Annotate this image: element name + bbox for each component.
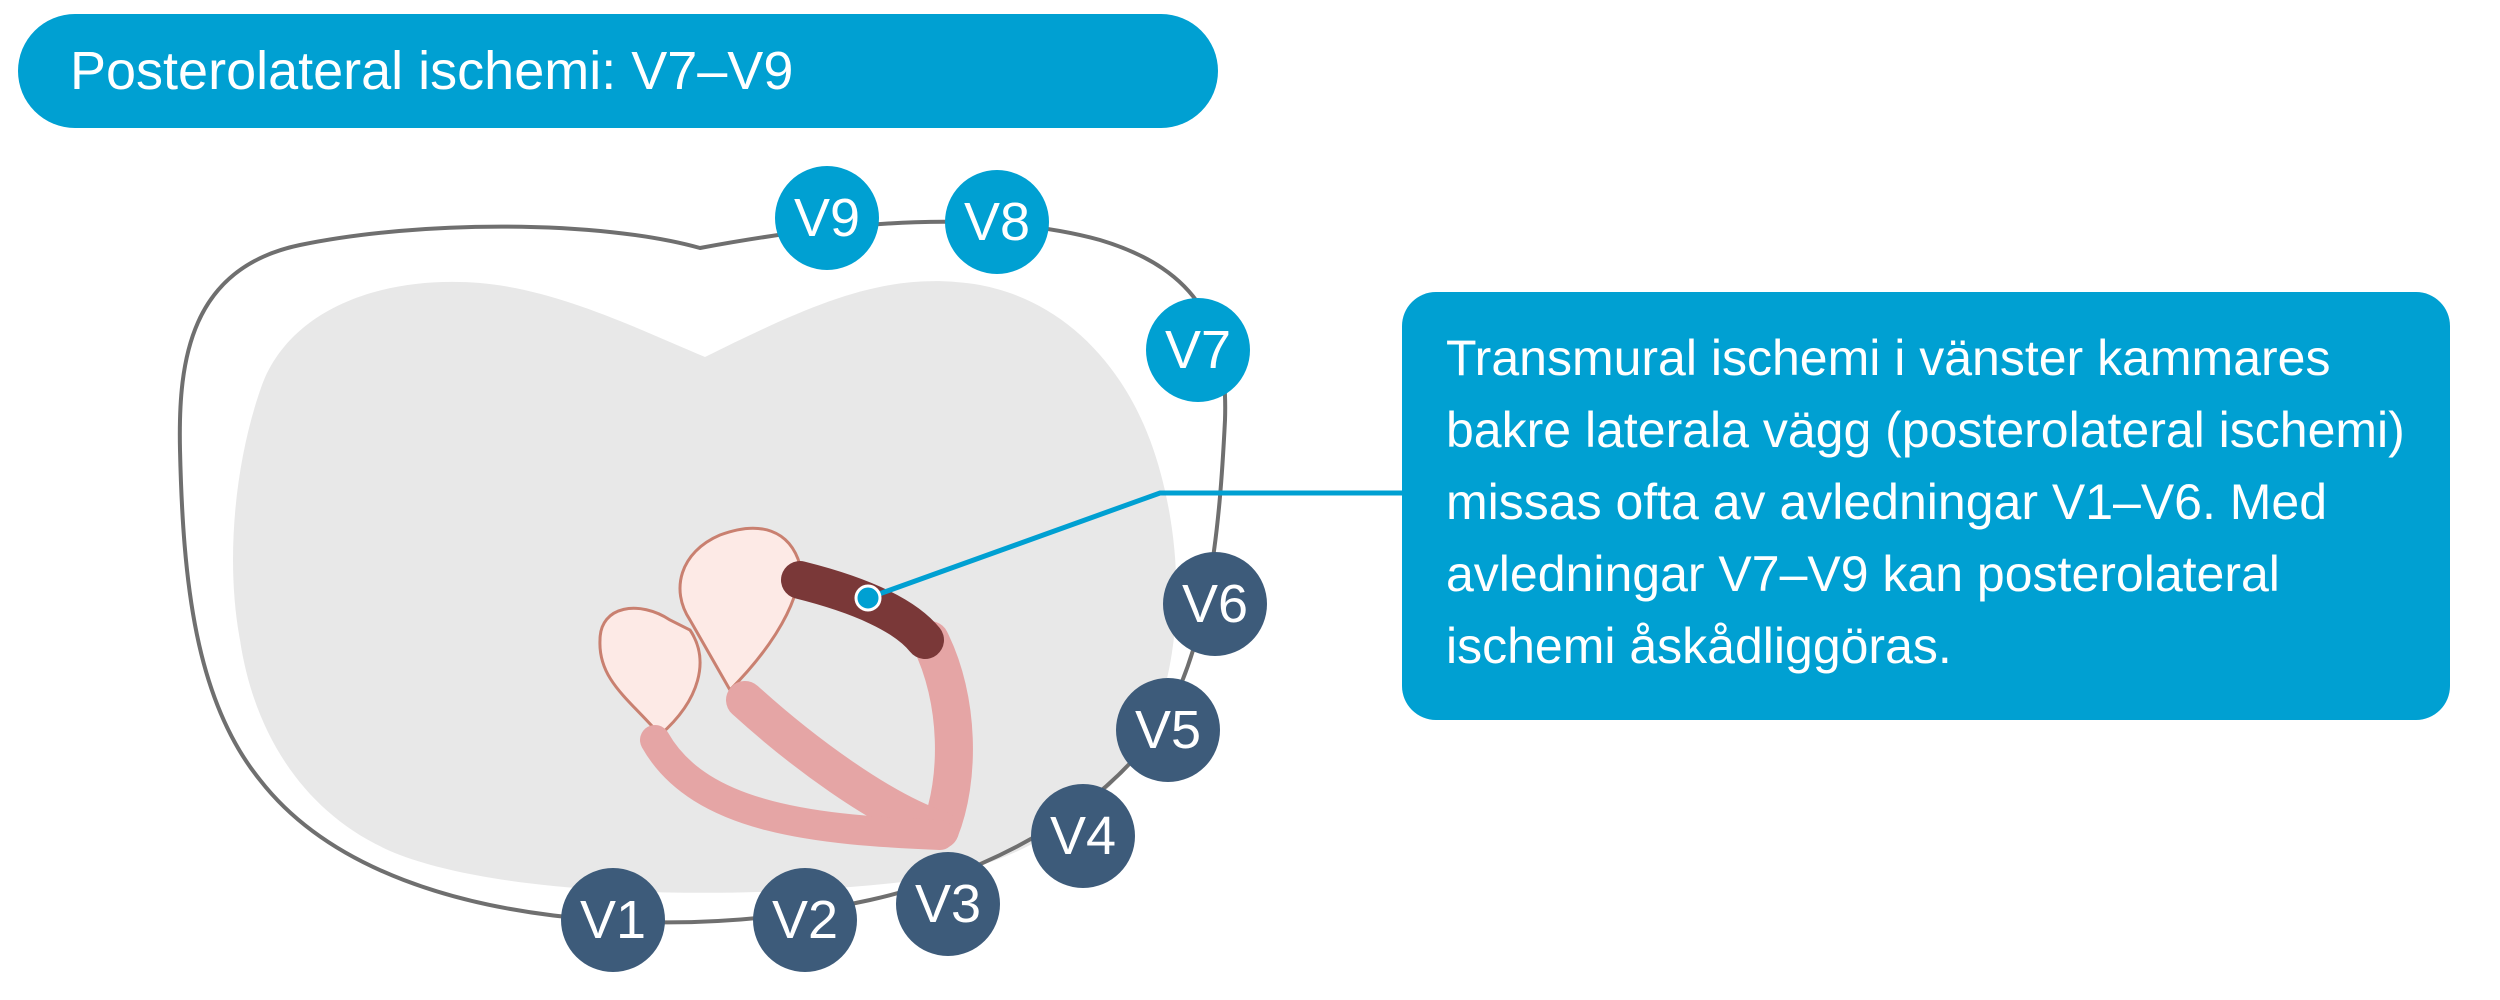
lead-v2-label: V2 [772, 890, 838, 950]
ventricle-wall-lateral [911, 621, 973, 849]
lead-v1-label: V1 [580, 890, 646, 950]
lead-v4-label: V4 [1050, 806, 1116, 866]
lead-v7-electrode: V7 [1146, 298, 1250, 402]
lead-v3-label: V3 [915, 874, 981, 934]
left-atrium [678, 526, 802, 693]
callout-text: Transmural ischemi i vänster kammares ba… [1446, 330, 2405, 674]
lead-v1-electrode: V1 [561, 868, 665, 972]
lead-v7-label: V7 [1165, 320, 1231, 380]
right-atrium [598, 606, 702, 738]
ischemia-marker-dot [854, 584, 882, 612]
callout-pointer-line [867, 490, 1402, 601]
lead-v6-electrode: V6 [1163, 552, 1267, 656]
lead-v4-electrode: V4 [1031, 784, 1135, 888]
title-banner: Posterolateral ischemi: V7–V9 [18, 14, 1218, 128]
ventricle-wall-anterior [640, 725, 955, 850]
lead-v8-label: V8 [964, 192, 1030, 252]
lead-v5-electrode: V5 [1116, 678, 1220, 782]
lead-v2-electrode: V2 [753, 868, 857, 972]
lead-v5-label: V5 [1135, 700, 1201, 760]
lead-v9-electrode: V9 [775, 166, 879, 270]
page-title: Posterolateral ischemi: V7–V9 [70, 41, 794, 101]
lead-v6-label: V6 [1182, 574, 1248, 634]
lead-v3-electrode: V3 [896, 852, 1000, 956]
lead-v8-electrode: V8 [945, 170, 1049, 274]
body-outline [177, 219, 1228, 925]
lead-v9-label: V9 [794, 188, 860, 248]
explanation-callout: Transmural ischemi i vänster kammares ba… [1402, 292, 2450, 720]
